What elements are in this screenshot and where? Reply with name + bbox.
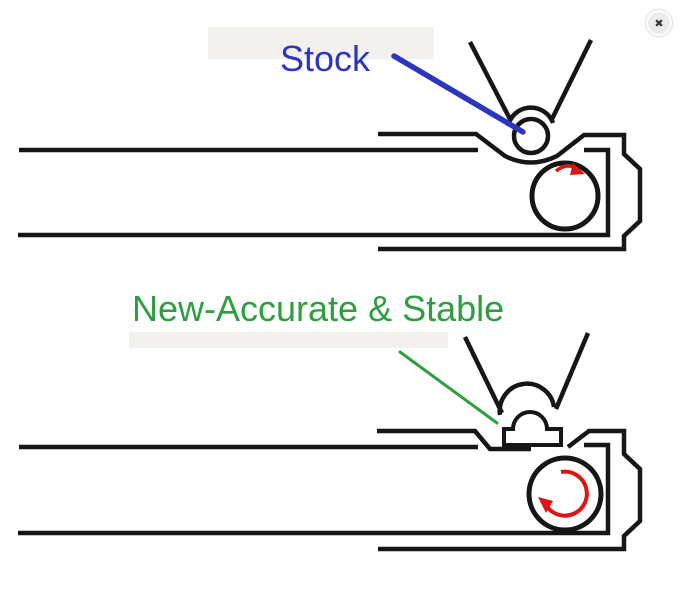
bottom-v-right-leg — [553, 332, 591, 410]
bottom-rotation-arrowhead-icon — [538, 497, 553, 513]
bottom-roller-circle — [526, 455, 604, 533]
improved-pointer-line — [398, 350, 499, 425]
close-button[interactable]: ✖ — [646, 10, 672, 36]
improved-label: New-Accurate & Stable — [132, 288, 505, 329]
top-v-right-leg — [549, 39, 594, 120]
top-rotation-arrowhead-icon — [570, 163, 585, 175]
stock-label: Stock — [280, 38, 371, 79]
top-holder-outline — [378, 131, 643, 252]
bottom-rotation-arrow-arc — [544, 469, 589, 518]
close-icon: ✖ — [654, 16, 664, 30]
top-roller-circle — [529, 160, 601, 232]
bottom-holder-outline-right — [378, 428, 643, 552]
bottom-holder-outline-left — [377, 428, 531, 452]
stock-pointer-line — [391, 53, 526, 135]
top-inner-bracket — [18, 147, 611, 238]
stock-label-background — [208, 27, 434, 59]
bottom-v-left-leg — [462, 336, 505, 414]
improved-label-background — [129, 332, 448, 348]
bottom-cap-arc — [497, 381, 557, 416]
bottom-inner-bracket — [18, 442, 611, 536]
bottom-dome-insert — [502, 410, 563, 447]
top-v-left-leg — [468, 40, 513, 123]
top-stock-ball — [511, 116, 551, 156]
top-ball-cage-arc — [505, 105, 556, 127]
